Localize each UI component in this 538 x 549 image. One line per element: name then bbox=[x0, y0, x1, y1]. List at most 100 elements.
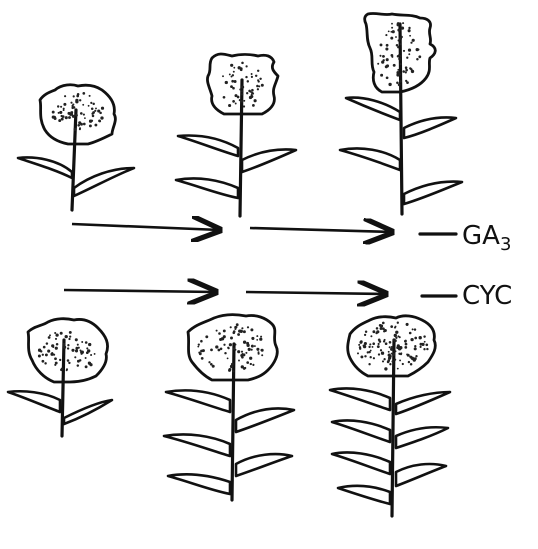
stipple-dot bbox=[201, 357, 204, 360]
stipple-dot bbox=[45, 353, 48, 356]
stipple-dot bbox=[394, 339, 397, 342]
stipple-dot bbox=[233, 71, 235, 73]
stipple-dot bbox=[231, 363, 234, 366]
stipple-dot bbox=[57, 105, 59, 107]
stipple-dot bbox=[412, 39, 415, 42]
stipple-dot bbox=[259, 338, 262, 341]
stipple-dot bbox=[396, 346, 399, 349]
stipple-dot bbox=[254, 99, 257, 102]
stipple-dot bbox=[378, 338, 381, 341]
stipple-dot bbox=[385, 342, 388, 345]
stipple-dot bbox=[69, 331, 72, 334]
stipple-dot bbox=[249, 357, 252, 360]
stipple-dot bbox=[51, 352, 53, 354]
stipple-dot bbox=[357, 352, 359, 354]
stipple-dot bbox=[389, 346, 391, 348]
stipple-dot bbox=[398, 57, 401, 60]
stipple-dot bbox=[48, 336, 51, 339]
stipple-dot bbox=[367, 351, 369, 353]
stipple-dot bbox=[84, 117, 86, 119]
stipple-dot bbox=[95, 107, 97, 109]
stipple-dot bbox=[228, 347, 230, 349]
stipple-dot bbox=[400, 63, 402, 65]
stipple-dot bbox=[222, 75, 224, 77]
stipple-dot bbox=[91, 108, 94, 111]
stipple-dot bbox=[405, 71, 407, 73]
stipple-dot bbox=[383, 59, 385, 61]
stipple-dot bbox=[384, 367, 387, 370]
stipple-dot bbox=[386, 44, 389, 47]
stipple-dot bbox=[43, 346, 46, 349]
stipple-dot bbox=[53, 354, 55, 356]
stipple-dot bbox=[377, 345, 380, 348]
stipple-dot bbox=[55, 347, 58, 350]
stipple-dot bbox=[254, 345, 256, 347]
stipple-dot bbox=[423, 335, 425, 337]
stipple-dot bbox=[246, 342, 249, 345]
stipple-dot bbox=[250, 328, 253, 331]
stipple-dot bbox=[61, 118, 64, 121]
stipple-dot bbox=[373, 357, 375, 359]
stipple-dot bbox=[83, 123, 86, 126]
stipple-dot bbox=[421, 343, 424, 346]
stipple-dot bbox=[56, 343, 59, 346]
stipple-dot bbox=[379, 324, 382, 327]
stipple-dot bbox=[388, 351, 390, 353]
stipple-dot bbox=[243, 330, 246, 333]
plant-cyc-stage-3 bbox=[330, 316, 450, 516]
stipple-dot bbox=[243, 105, 245, 107]
stipple-dot bbox=[402, 363, 404, 365]
stipple-dot bbox=[89, 363, 92, 366]
stipple-dot bbox=[54, 117, 57, 120]
stipple-dot bbox=[55, 338, 57, 340]
stipple-dot bbox=[216, 330, 218, 332]
stipple-dot bbox=[380, 74, 383, 77]
stipple-dot bbox=[387, 361, 390, 364]
stipple-dot bbox=[229, 343, 232, 346]
stipple-dot bbox=[85, 365, 88, 368]
stipple-dot bbox=[370, 356, 372, 358]
stipple-dot bbox=[388, 30, 390, 32]
stipple-dot bbox=[369, 343, 371, 345]
stipple-dot bbox=[75, 347, 78, 350]
stipple-dot bbox=[398, 353, 400, 355]
stipple-dot bbox=[261, 349, 264, 352]
stipple-dot bbox=[246, 361, 249, 364]
stipple-dot bbox=[256, 348, 259, 351]
stipple-dot bbox=[85, 357, 87, 359]
stipple-dot bbox=[58, 119, 61, 122]
stipple-dot bbox=[200, 340, 203, 343]
stipple-dot bbox=[408, 361, 410, 363]
stipple-dot bbox=[241, 62, 244, 65]
stipple-dot bbox=[218, 332, 221, 335]
stipple-dot bbox=[232, 87, 235, 90]
stipple-dot bbox=[390, 348, 393, 351]
stipple-dot bbox=[236, 324, 238, 326]
stipple-dot bbox=[69, 336, 71, 338]
stipple-dot bbox=[246, 92, 248, 94]
stipple-dot bbox=[237, 350, 240, 353]
stipple-dot bbox=[52, 111, 55, 114]
stipple-dot bbox=[368, 363, 370, 365]
stipple-dot bbox=[388, 83, 391, 86]
stipple-dot bbox=[385, 34, 387, 36]
stipple-dot bbox=[403, 50, 405, 52]
stipple-dot bbox=[248, 348, 251, 351]
stipple-dot bbox=[65, 116, 68, 119]
stipple-dot bbox=[231, 80, 234, 83]
stipple-dot bbox=[223, 329, 226, 332]
stipple-dot bbox=[88, 105, 90, 107]
stipple-dot bbox=[393, 64, 396, 67]
stipple-dot bbox=[92, 103, 94, 105]
stipple-dot bbox=[63, 109, 65, 111]
stipple-dot bbox=[402, 22, 404, 24]
stipple-dot bbox=[210, 363, 213, 366]
stipple-dot bbox=[410, 42, 412, 44]
stipple-dot bbox=[413, 358, 416, 361]
stipple-dot bbox=[380, 43, 383, 46]
stipple-dot bbox=[399, 336, 401, 338]
plant-ga3-stage-2 bbox=[176, 54, 296, 216]
stipple-dot bbox=[405, 69, 408, 72]
stipple-dot bbox=[408, 53, 410, 55]
stipple-dot bbox=[397, 322, 399, 324]
